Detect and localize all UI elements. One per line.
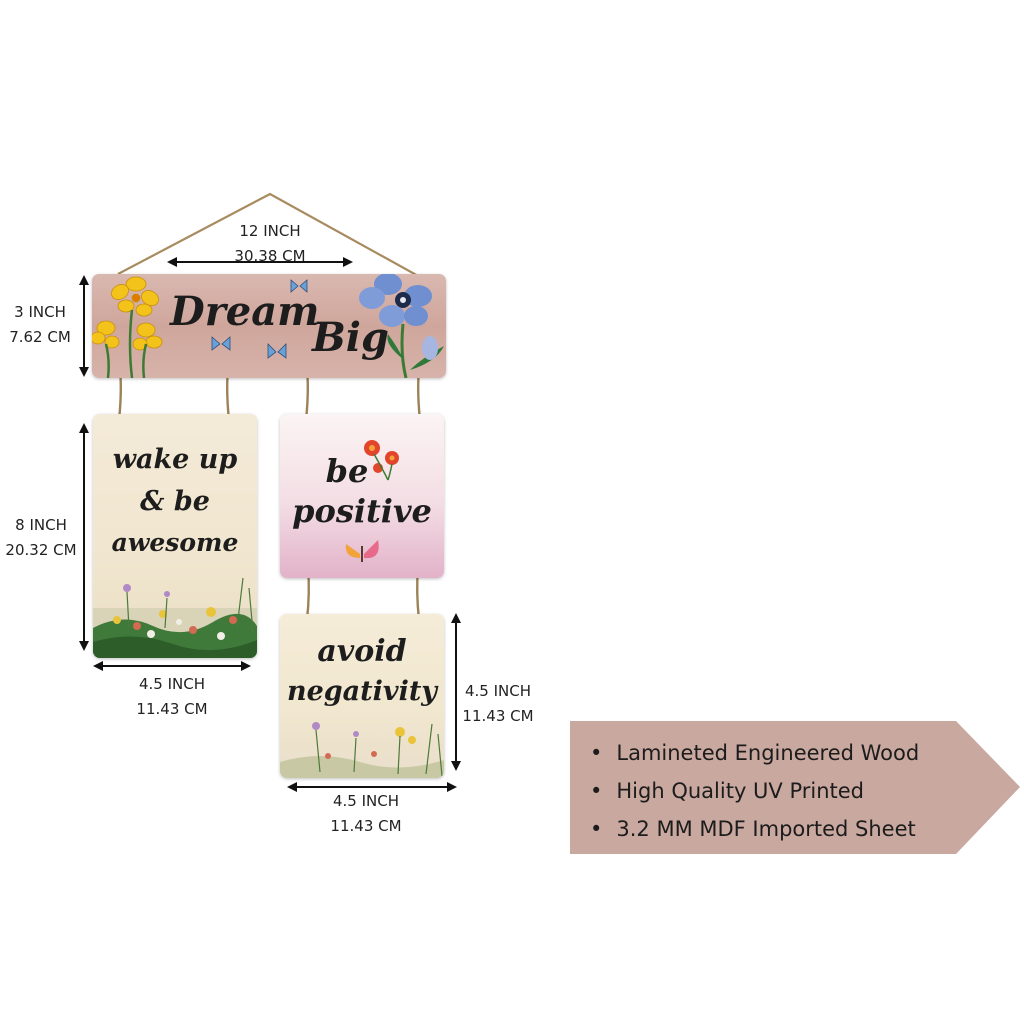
positive-line-2: positive [292, 492, 432, 530]
wake-line-2: & be [140, 486, 210, 517]
dimension-header-width: 12 INCH 30.38 CM [200, 219, 340, 269]
butterfly-icon [211, 279, 308, 359]
positive-line-1: be [325, 452, 369, 490]
negativity-line-2: negativity [286, 676, 438, 707]
dream-big-sign: Dream Big [92, 274, 446, 378]
dimension-cm: 11.43 CM [330, 817, 402, 835]
dream-text: Dream [170, 288, 320, 335]
dimension-cm: 30.38 CM [234, 247, 306, 265]
feature-item: Lamineted Engineered Wood [590, 734, 919, 772]
features-panel: Lamineted Engineered Wood High Quality U… [570, 721, 1022, 854]
dimension-cm: 20.32 CM [5, 541, 77, 559]
dimension-inch: 8 INCH [15, 516, 67, 534]
dimension-inch: 12 INCH [239, 222, 301, 240]
dimension-cm: 7.62 CM [9, 328, 71, 346]
feature-item: 3.2 MM MDF Imported Sheet [590, 810, 919, 848]
feature-item: High Quality UV Printed [590, 772, 919, 810]
dimension-inch: 4.5 INCH [138, 675, 206, 693]
header-decor [92, 274, 444, 378]
features-list: Lamineted Engineered Wood High Quality U… [590, 734, 919, 848]
hanging-twine [117, 192, 421, 278]
yellow-flower-icon [92, 276, 163, 351]
dimension-square-height: 4.5 INCH 11.43 CM [456, 679, 540, 729]
wake-up-sign: wake up & be awesome [93, 414, 257, 658]
dimension-tall-width: 4.5 INCH 11.43 CM [102, 672, 242, 722]
dimension-square-width: 4.5 INCH 11.43 CM [296, 789, 436, 839]
meadow-flowers-icon [93, 577, 257, 658]
dimension-tall-height: 8 INCH 20.32 CM [0, 513, 82, 563]
dimension-cm: 11.43 CM [136, 700, 208, 718]
avoid-negativity-sign: avoid negativity [280, 614, 444, 778]
be-positive-sign: be positive [280, 414, 444, 578]
dimension-inch: 4.5 INCH [464, 682, 532, 700]
negativity-line-1: avoid [317, 634, 407, 669]
blue-flower-icon [359, 274, 444, 378]
big-text: Big [312, 314, 389, 361]
wake-line-3: awesome [111, 528, 239, 557]
dimension-inch: 3 INCH [14, 303, 66, 321]
red-flowers-icon [364, 440, 399, 481]
green-stems [104, 309, 148, 378]
dimension-cm: 11.43 CM [462, 707, 534, 725]
wake-line-1: wake up [112, 444, 238, 475]
dimension-header-height: 3 INCH 7.62 CM [0, 300, 80, 350]
butterfly-icon [345, 540, 379, 562]
meadow-flowers-icon [280, 722, 444, 778]
dimension-inch: 4.5 INCH [332, 792, 400, 810]
